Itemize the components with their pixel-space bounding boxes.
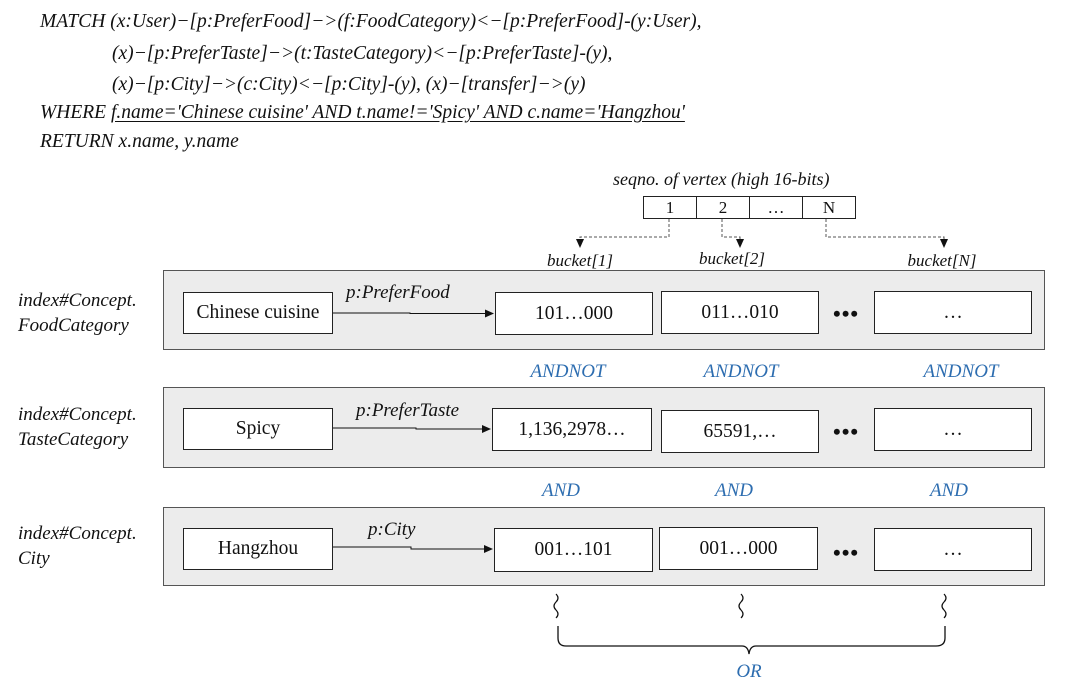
index-key-city: Hangzhou xyxy=(183,528,333,570)
operator-andnot-n: ANDNOT xyxy=(923,361,999,382)
index-key-food: Chinese cuisine xyxy=(183,292,333,334)
seqno-cell-2: 2 xyxy=(697,197,750,218)
bucket-cell-taste-n: … xyxy=(874,408,1032,451)
seqno-cell-1: 1 xyxy=(644,197,697,218)
index-label-taste-line2: TasteCategory xyxy=(18,429,129,450)
predicate-city: p:City xyxy=(368,519,416,540)
seqno-array: 1 2 … N xyxy=(643,196,856,219)
index-key-taste: Spicy xyxy=(183,408,333,450)
where-keyword: WHERE xyxy=(40,102,107,123)
index-label-taste: index#Concept. TasteCategory xyxy=(18,402,137,452)
index-label-city: index#Concept. City xyxy=(18,521,137,571)
predicate-city-arrow xyxy=(333,545,493,553)
query-line-where: WHERE f.name='Chinese cuisine' AND t.nam… xyxy=(40,103,685,123)
query-line-match: MATCH (x:User)−[p:PreferFood]−>(f:FoodCa… xyxy=(40,11,702,32)
seqno-to-bucket-1-arrow xyxy=(576,219,670,248)
operator-and-n: AND xyxy=(930,480,968,501)
wavy-line-2 xyxy=(738,593,744,619)
bucket-label-1: bucket[1] xyxy=(546,251,614,270)
bucket-cell-food-1: 101…000 xyxy=(495,292,653,335)
query-line-city: (x)−[p:City]−>(c:City)<−[p:City]-(y), (x… xyxy=(112,74,586,95)
seqno-to-bucket-2-arrow xyxy=(721,219,744,248)
wavy-line-1 xyxy=(553,593,559,619)
index-label-food-line2: FoodCategory xyxy=(18,315,129,336)
bucket-cell-food-n: … xyxy=(874,291,1032,334)
wavy-connectors xyxy=(553,593,947,619)
wavy-line-n xyxy=(941,593,947,619)
gap-dots-food: ••• xyxy=(833,301,860,326)
bucket-cell-food-2: 011…010 xyxy=(661,291,819,334)
operator-andnot-2: ANDNOT xyxy=(703,361,779,382)
gap-dots-taste: ••• xyxy=(833,419,860,444)
predicate-food: p:PreferFood xyxy=(346,282,450,303)
where-condition: f.name='Chinese cuisine' AND t.name!='Sp… xyxy=(110,102,685,123)
bucket-cell-city-2: 001…000 xyxy=(659,527,818,570)
seqno-to-bucket-n-arrow xyxy=(825,219,948,248)
operator-or: OR xyxy=(736,661,762,682)
bucket-cell-taste-2: 65591,… xyxy=(661,410,819,453)
index-label-city-line2: City xyxy=(18,548,50,569)
bucket-label-2: bucket[2] xyxy=(698,249,766,268)
index-label-city-line1: index#Concept. xyxy=(18,523,137,544)
or-brace xyxy=(557,626,946,655)
seqno-title: seqno. of vertex (high 16-bits) xyxy=(613,169,830,189)
seqno-bucket-connectors xyxy=(576,219,948,248)
index-label-food: index#Concept. FoodCategory xyxy=(18,288,137,338)
predicate-taste-arrow xyxy=(333,425,491,433)
index-label-food-line1: index#Concept. xyxy=(18,290,137,311)
gap-dots-city: ••• xyxy=(833,540,860,565)
operator-andnot-1: ANDNOT xyxy=(530,361,606,382)
bucket-cell-city-n: … xyxy=(874,528,1032,571)
query-line-taste: (x)−[p:PreferTaste]−>(t:TasteCategory)<−… xyxy=(112,43,613,64)
query-line-return: RETURN x.name, y.name xyxy=(40,131,239,152)
seqno-cell-ellipsis: … xyxy=(750,197,803,218)
predicate-taste: p:PreferTaste xyxy=(356,400,460,421)
index-label-taste-line1: index#Concept. xyxy=(18,404,137,425)
bucket-label-n: bucket[N] xyxy=(907,251,977,270)
bucket-cell-taste-1: 1,136,2978… xyxy=(492,408,652,451)
bucket-cell-city-1: 001…101 xyxy=(494,528,653,572)
predicate-food-arrow xyxy=(333,309,494,318)
seqno-cell-n: N xyxy=(822,197,836,217)
operator-and-2: AND xyxy=(715,480,753,501)
operator-and-1: AND xyxy=(542,480,580,501)
